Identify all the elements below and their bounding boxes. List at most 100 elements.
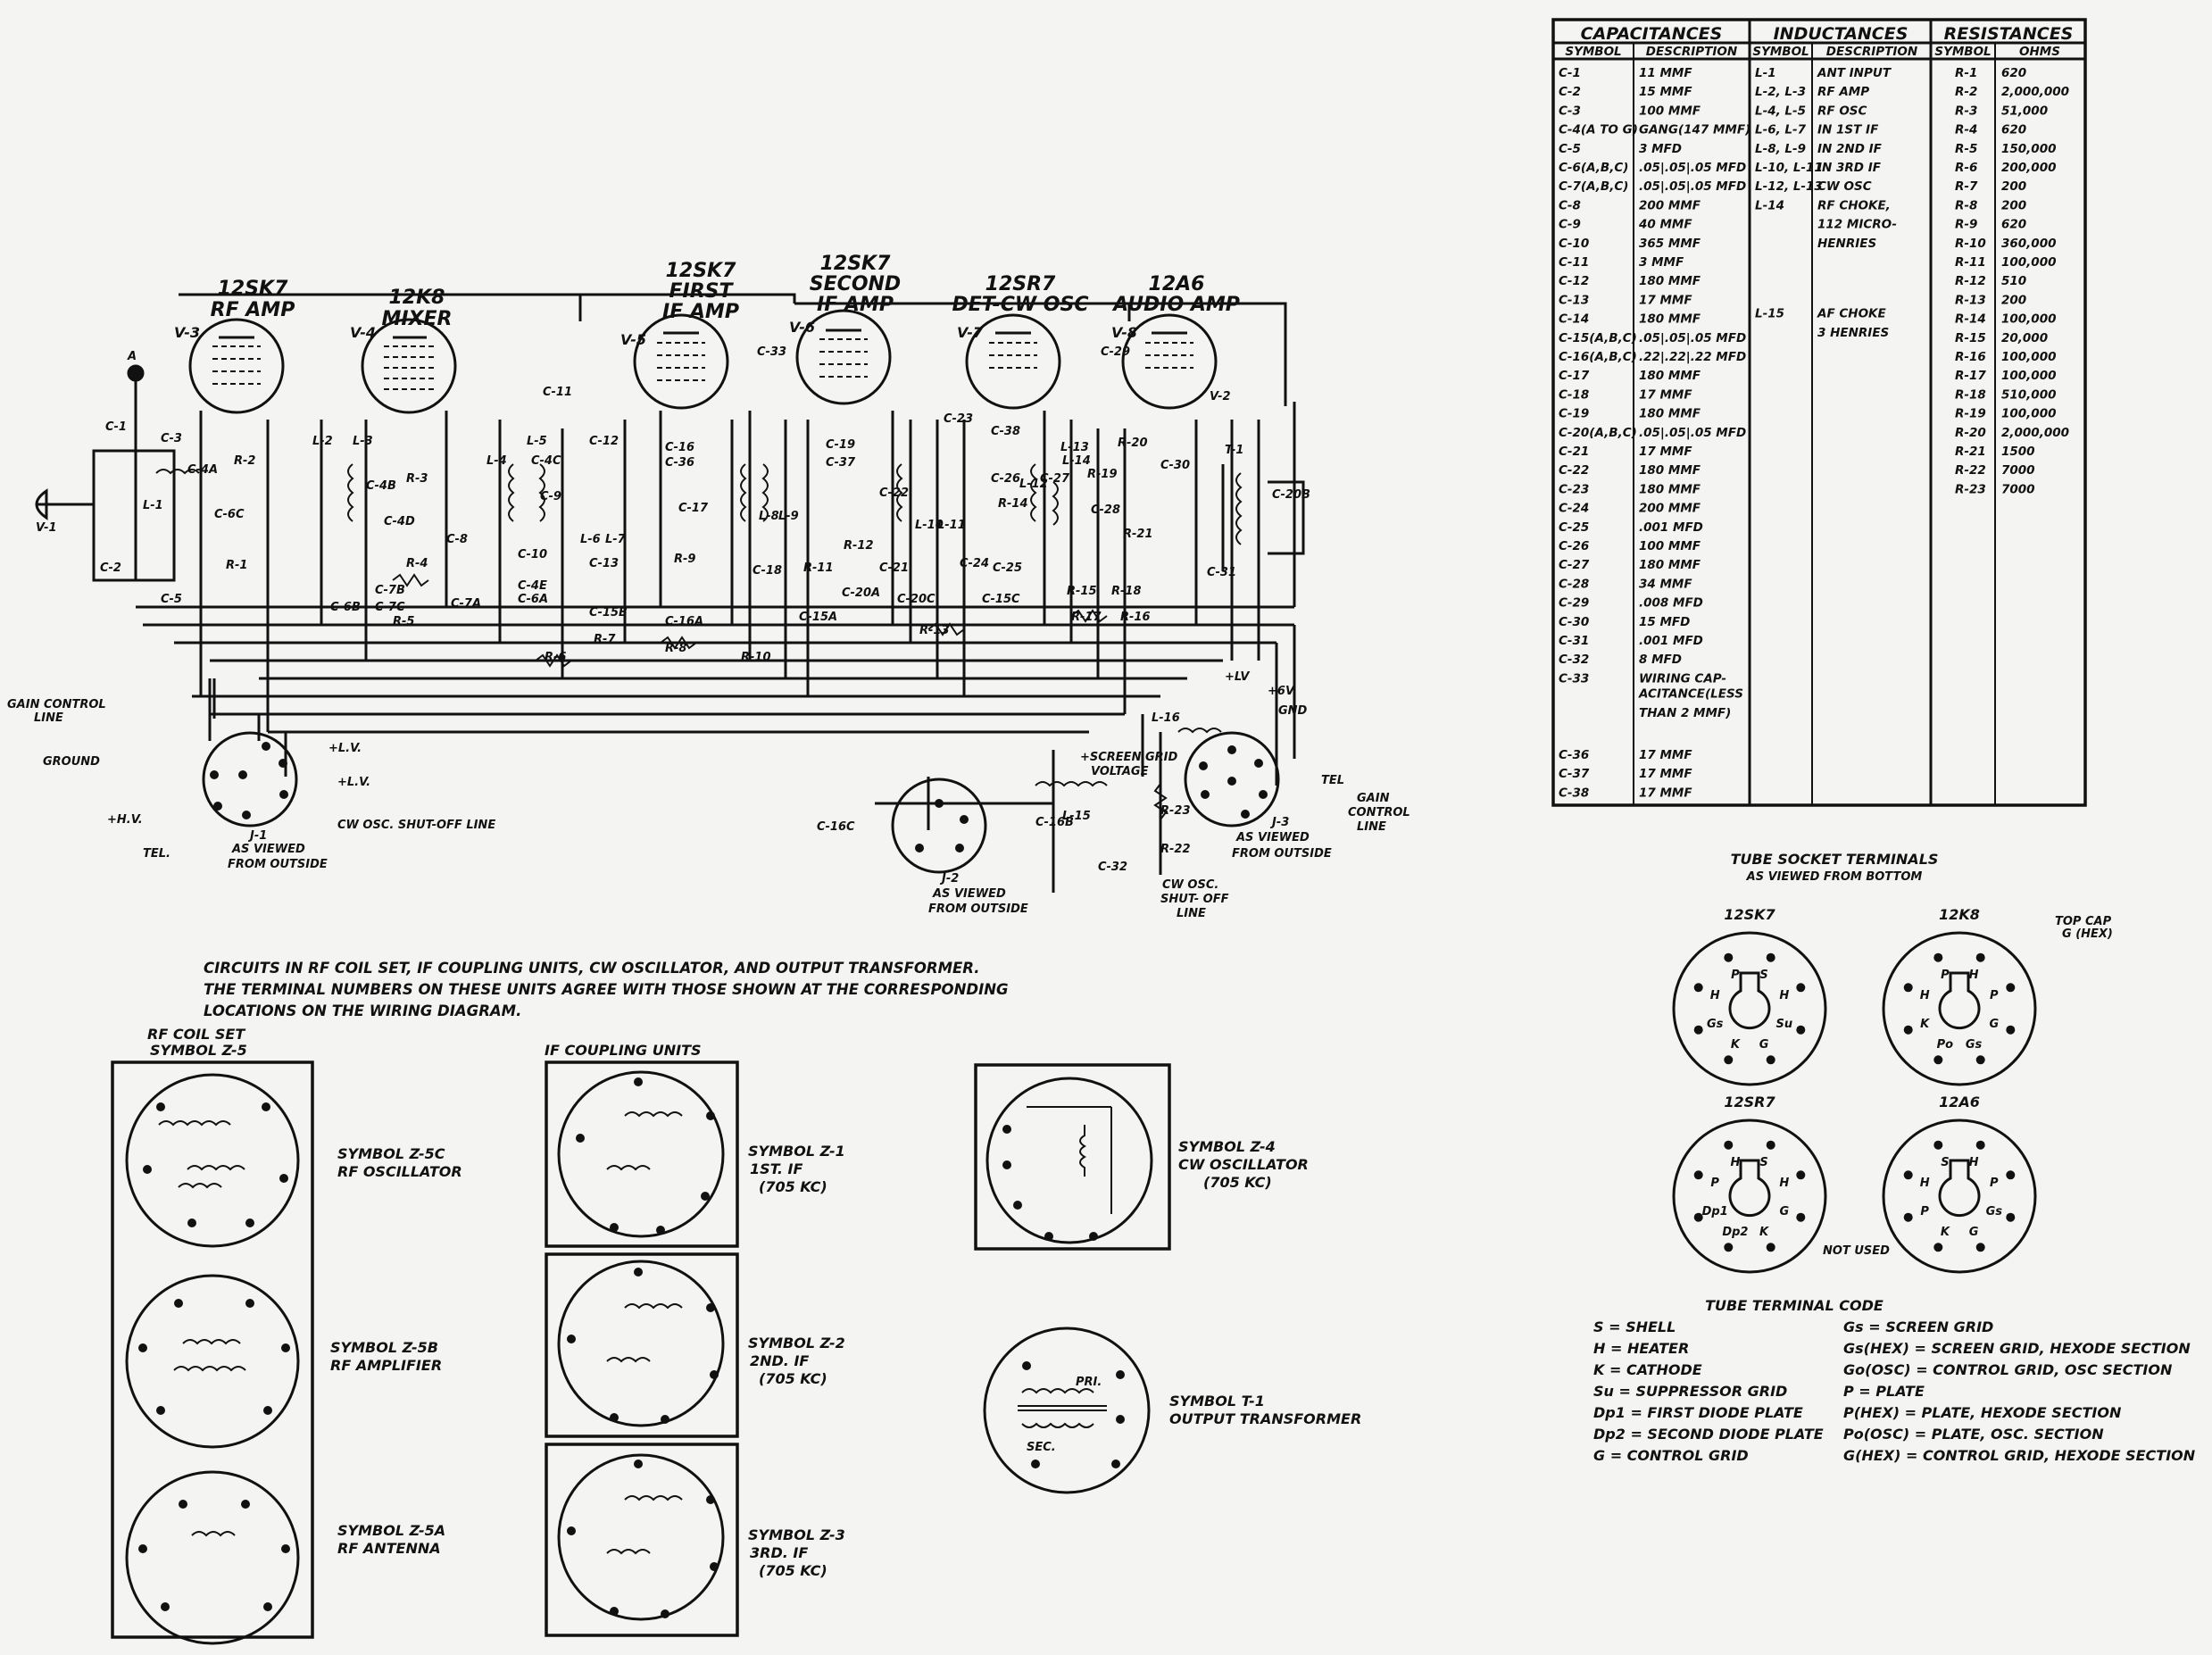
c21-label: C-21 [879,561,909,575]
cap-symbol: C-32 [1559,653,1589,667]
cap-value: .008 MFD [1639,596,1703,611]
r19-label: R-19 [1087,468,1118,481]
schematic-text: A V-1 V-2 T-1 C-1 C-2 C-3 C-4A C-5 R-1 R… [36,345,1310,874]
ind-symbol: L-8, L-9 [1755,142,1806,156]
rf-coil-title-2: SYMBOL Z-5 [150,1042,247,1059]
ind-description: HENRIES [1817,237,1876,251]
c19-label: C-19 [826,438,855,452]
res-value: 510 [2001,274,2026,288]
l12-label: L-12 [1019,478,1048,491]
unit-z5c [125,1073,300,1248]
cap-value: 11 MMF [1639,66,1692,80]
c29-label: C-29 [1101,345,1130,359]
cap-symbol: C-9 [1559,218,1581,232]
res-value: 1500 [2001,445,2035,459]
pin-label: H [1779,989,1789,1002]
pin-label: P [1731,969,1740,982]
c2-label: C-2 [100,561,121,575]
socket-outline [1882,1119,2037,1274]
res-symbol: R-20 [1955,426,1986,440]
cap-value: 200 MMF [1639,502,1701,516]
coil-motifs [155,463,1243,820]
code-entry: Su = SUPPRESSOR GRID [1593,1383,1787,1400]
tube-v7: V-7 [957,313,1061,410]
gain-right-label: GAIN [1357,792,1390,805]
res-value: 620 [2001,218,2026,232]
tube-v6-ref: V-6 [789,319,815,336]
code-entry: H = HEATER [1593,1340,1689,1357]
plus-lv-label: +LV [1225,670,1250,684]
tube-1-type: 12SK7 [218,278,289,300]
screen-grid-label-2: VOLTAGE [1091,765,1149,778]
cw-osc-label: CW OSC. [1162,878,1218,892]
tube-2-type: 12K8 [389,287,445,309]
r13-label: R-13 [919,624,950,637]
socket-outline [1672,1119,1827,1274]
lv2-label: +L.V. [337,776,370,789]
socket-pin [1903,1025,1913,1035]
ind-description: RF OSC [1817,104,1867,118]
l14-label: L-14 [1062,454,1091,468]
cap-value: 3 MFD [1639,142,1682,156]
res-value: 200 [2001,293,2026,307]
cap-value: 15 MMF [1639,85,1692,99]
socket-pin [1796,1025,1806,1035]
res-value: 200,000 [2001,161,2057,175]
tube-4-role: SECOND [810,273,901,295]
c4c-label: C-4C [531,454,561,468]
socket-pin [1796,1170,1806,1180]
socket-pin [1766,1055,1775,1065]
code-entry: Po(OSC) = PLATE, OSC. SECTION [1843,1426,2104,1443]
ind-description: 112 MICRO- [1817,218,1897,232]
pin-label: H [1920,989,1930,1002]
l11-label: L-11 [937,519,966,532]
c6b-label: C-6B [330,601,361,614]
socket-name: 12A6 [1939,1094,1980,1110]
cap-value: .05|.05|.05 MFD [1639,161,1746,175]
cap-value: 180 MMF [1639,407,1701,421]
gain-right-label-2: CONTROL [1348,806,1410,819]
v1-label: V-1 [36,521,57,535]
res-symbol: R-15 [1955,331,1986,345]
l3-label: L-3 [353,435,373,448]
socket-key [1938,971,1981,1030]
note-line-1: CIRCUITS IN RF COIL SET, IF COUPLING UNI… [204,960,980,977]
cap-symbol: C-24 [1559,502,1589,516]
ind-description: ANT INPUT [1817,66,1892,80]
antenna-label: A [127,350,137,363]
c4a-label: C-4A [187,463,218,477]
socket-pin [1903,1170,1913,1180]
res-symbol: R-23 [1955,482,1986,496]
socket-pin [1933,1055,1943,1065]
res-value: 100,000 [2001,407,2057,421]
socket-pin [1975,1055,1985,1065]
cap-symbol: C-12 [1559,274,1589,288]
socket-pin [1766,1243,1775,1252]
cap-value: 17 MMF [1639,387,1692,402]
z1-if: 1ST. IF [750,1160,802,1177]
c22-label: C-22 [879,487,909,500]
cap-h2: DESCRIPTION [1646,45,1738,59]
r10-label: R-10 [741,651,771,664]
cap-symbol: C-5 [1559,142,1581,156]
ind-symbol: L-6, L-7 [1755,123,1807,137]
t1-title: SYMBOL T-1 [1169,1393,1265,1410]
pin-label: H [1969,969,1979,982]
socket-pin [1724,952,1734,962]
res-symbol: R-2 [1955,85,1977,99]
z4-labels: SYMBOL Z-4 CW OSCILLATOR (705 KC) [1178,1138,1309,1191]
r14-label: R-14 [998,497,1028,511]
socket-pin [1693,1170,1703,1180]
socket-pin [1903,1212,1913,1222]
res-value: 51,000 [2001,104,2048,118]
l9-label: L-9 [778,510,799,523]
cap-value: 34 MMF [1639,577,1692,591]
res-value: 100,000 [2001,255,2057,270]
socket-pin [1693,1212,1703,1222]
c6c-label: C-6C [214,508,245,521]
c17-label: C-17 [678,502,709,515]
